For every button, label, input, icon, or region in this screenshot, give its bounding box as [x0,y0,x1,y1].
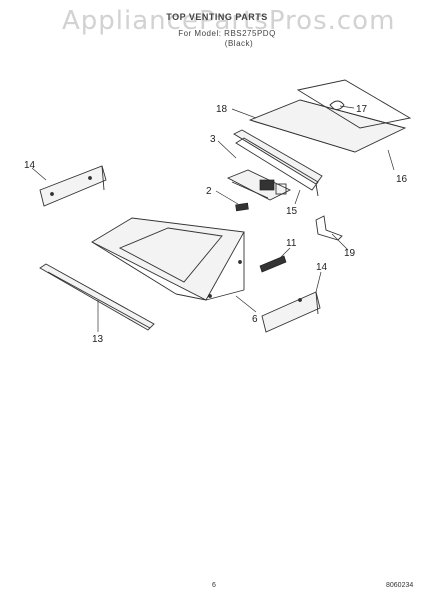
part-13-trim-strip [39,263,155,331]
part-18-vent-panel [248,79,412,153]
part-11-terminal-block [259,255,287,273]
page-number: 6 [212,582,216,589]
callout-17: 17 [356,104,368,115]
watermark: AppliancePartsPros.com [62,6,396,36]
part-17-clip [329,100,345,110]
callout-11: 11 [286,238,297,249]
callout-15: 15 [286,206,298,217]
part-19-small-bracket [315,215,343,241]
color-note: (Black) [224,39,254,48]
part-2-connector [235,202,249,212]
callout-16: 16 [396,174,408,185]
callout-13: 13 [92,334,104,345]
callout-18: 18 [216,104,228,115]
part-14-left-bracket [39,165,107,207]
part-3-bracket [233,129,323,197]
callout-6: 6 [252,314,258,325]
callout-3: 3 [210,134,216,145]
part-6-deflector-tray [91,217,245,301]
document-number: 8060234 [386,582,414,589]
part-14-right-bracket [261,291,321,333]
callout-2: 2 [206,186,212,197]
part-15-fan-motor [226,169,292,201]
callout-14-left: 14 [24,160,36,171]
diagram-title: TOP VENTING PARTS [166,12,268,22]
leader-lines [31,105,395,332]
callout-19: 19 [344,248,356,259]
model-number: For Model: RBS275PDQ [178,29,276,38]
callout-14-right: 14 [316,262,328,273]
